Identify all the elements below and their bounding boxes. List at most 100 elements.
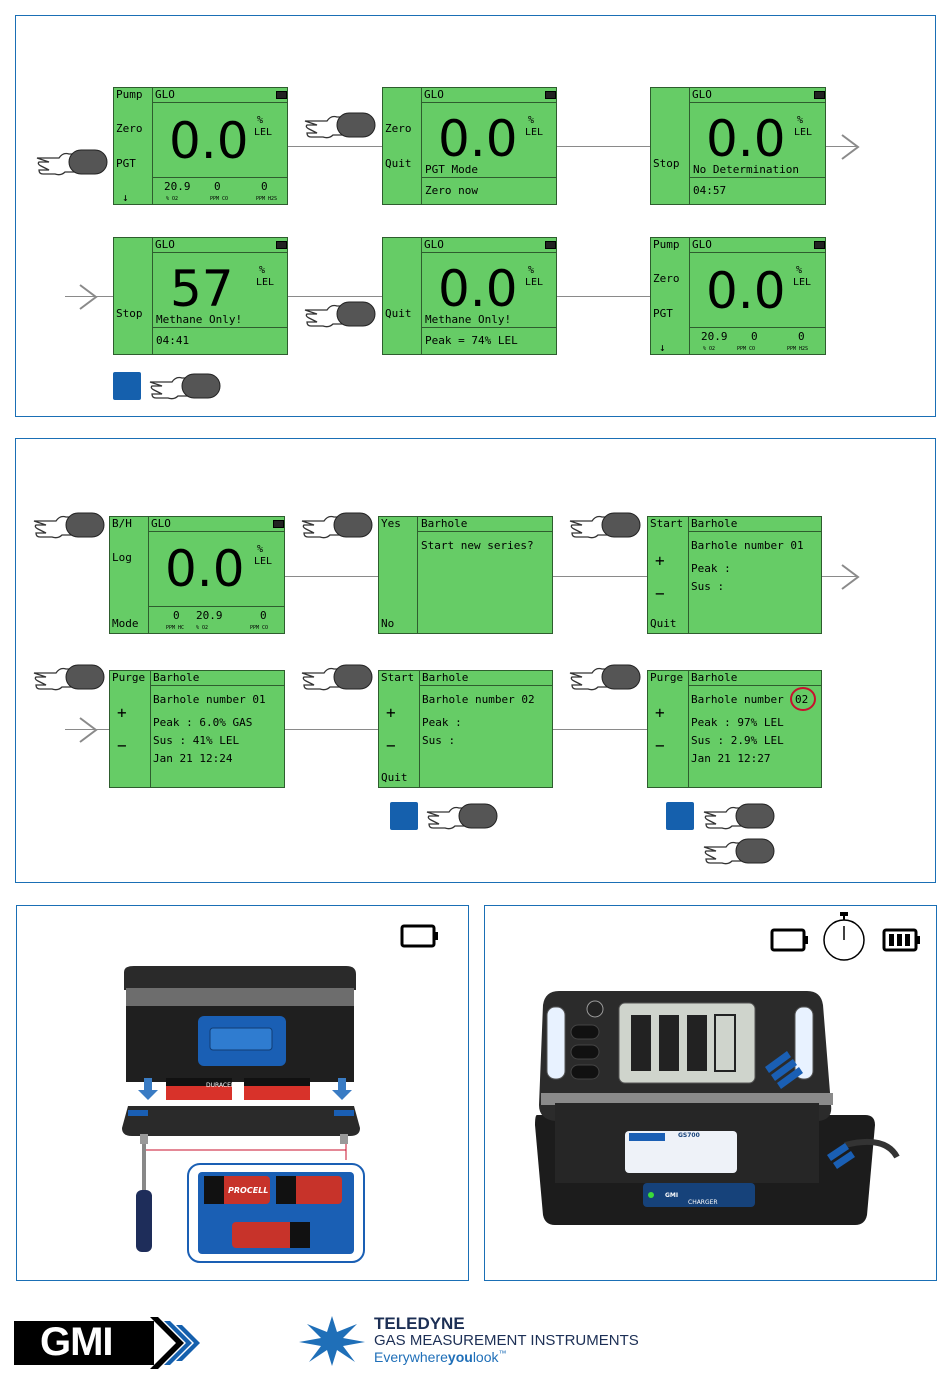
battery-brand-label: DURACELL bbox=[206, 1082, 238, 1089]
gas-label: GLO bbox=[424, 88, 444, 101]
press-button-icon bbox=[36, 149, 108, 176]
barhole-number-value: 02 bbox=[795, 693, 809, 706]
pgt-screen-3: Stop GLO 0.0 % LEL No Determination 04:5… bbox=[650, 87, 826, 205]
barhole-screen-1: B/H Log Mode GLO 0.0 % LEL 0 20.9 0 PPM … bbox=[109, 516, 285, 634]
screen-title: Barhole bbox=[153, 671, 200, 684]
unit-percent: % bbox=[528, 265, 535, 276]
unit-percent: % bbox=[797, 115, 804, 126]
battery-full-icon bbox=[882, 928, 920, 952]
press-button-icon bbox=[301, 512, 373, 539]
co-value: 0 bbox=[214, 180, 221, 193]
barhole-number: Barhole number 01 bbox=[691, 539, 804, 552]
connector bbox=[285, 576, 379, 577]
o2-unit: % O2 bbox=[166, 196, 179, 202]
reading-value: 0.0 bbox=[706, 262, 786, 320]
mode-text: Methane Only! bbox=[425, 313, 512, 326]
softkey-label: + bbox=[655, 703, 665, 722]
battery-icon bbox=[276, 241, 287, 249]
press-button-icon bbox=[33, 512, 105, 539]
press-button-icon bbox=[304, 112, 376, 139]
hold-indicator bbox=[113, 372, 141, 400]
softkey-label: + bbox=[386, 703, 396, 722]
mode-text: No Determination bbox=[693, 163, 799, 176]
connector bbox=[65, 296, 113, 297]
pgt-panel bbox=[15, 15, 936, 417]
battery-replacement-illustration bbox=[122, 966, 365, 1263]
pgt-screen-2: Zero Quit GLO 0.0 % LEL PGT Mode Zero no… bbox=[382, 87, 557, 205]
co-value: 0 bbox=[751, 330, 758, 343]
softkey-label: Stop bbox=[116, 307, 143, 320]
h2s-value: 0 bbox=[261, 180, 268, 193]
gas-label: GLO bbox=[155, 88, 175, 101]
screen-title: Barhole bbox=[422, 671, 469, 684]
softkey-label: Purge bbox=[650, 671, 684, 684]
softkey-label: Quit bbox=[385, 157, 412, 170]
reading-value: 0.0 bbox=[438, 110, 518, 168]
press-button-icon bbox=[149, 373, 221, 400]
teledyne-star-logo bbox=[299, 1316, 365, 1366]
screen-title: Barhole bbox=[421, 517, 468, 530]
gas-label: GLO bbox=[151, 517, 171, 530]
battery-icon bbox=[273, 520, 284, 528]
mode-text: PGT Mode bbox=[425, 163, 478, 176]
company-name: TELEDYNE bbox=[374, 1314, 465, 1333]
reading-value: 0.0 bbox=[438, 260, 518, 318]
o2-unit: % O2 bbox=[703, 346, 716, 352]
battery-brand-label: PROCELL bbox=[228, 1186, 269, 1195]
unit-percent: % bbox=[257, 115, 264, 126]
battery-empty-icon bbox=[400, 924, 438, 948]
pgt-screen-1: Pump Zero PGT ↓ GLO 0.0 % LEL 20.9 0 0 %… bbox=[113, 87, 288, 205]
o2-value: 20.9 bbox=[164, 180, 191, 193]
softkey-label: Yes bbox=[381, 517, 401, 530]
gmi-logo-text: GMI bbox=[40, 1320, 114, 1364]
battery-icon bbox=[814, 241, 825, 249]
battery-icon bbox=[814, 91, 825, 99]
gmi-logo bbox=[14, 1321, 154, 1365]
arrow-right-icon bbox=[841, 564, 860, 590]
timer-text: 04:41 bbox=[156, 334, 190, 347]
softkey-label: + bbox=[117, 703, 127, 722]
softkey-label: − bbox=[386, 736, 396, 755]
date-text: Jan 21 12:27 bbox=[691, 752, 771, 765]
softkey-label: − bbox=[117, 736, 127, 755]
status-text: Zero now bbox=[425, 184, 478, 197]
connector bbox=[65, 729, 110, 730]
softkey-label: Log bbox=[112, 551, 132, 564]
peak-text: Peak = 74% LEL bbox=[425, 334, 518, 347]
press-button-icon bbox=[426, 803, 498, 830]
charger-label: CHARGER bbox=[688, 1199, 718, 1206]
battery-icon bbox=[545, 241, 556, 249]
softkey-label: No bbox=[381, 617, 395, 630]
o2-value: 20.9 bbox=[196, 609, 223, 622]
softkey-label: Start bbox=[381, 671, 415, 684]
softkey-label: − bbox=[655, 736, 665, 755]
softkey-label: Stop bbox=[653, 157, 680, 170]
h2s-unit: PPM H2S bbox=[787, 346, 809, 352]
barhole-number: Barhole number bbox=[691, 693, 784, 706]
arrow-right-icon bbox=[79, 284, 98, 310]
barhole-screen-3: Start + − Quit Barhole Barhole number 01… bbox=[647, 516, 822, 634]
sus-text: Sus : 2.9% LEL bbox=[691, 734, 784, 747]
connector bbox=[553, 576, 648, 577]
softkey-label: B/H bbox=[112, 517, 132, 530]
screen-title: Barhole bbox=[691, 517, 738, 530]
peak-text: Peak : bbox=[422, 716, 462, 729]
battery-icon bbox=[276, 91, 287, 99]
reading-value: 57 bbox=[170, 260, 234, 318]
unit-lel: LEL bbox=[794, 127, 813, 138]
unit-lel: LEL bbox=[254, 556, 273, 567]
softkey-label: ↓ bbox=[122, 191, 129, 204]
softkey-label: Zero bbox=[385, 122, 412, 135]
hc-value: 0 bbox=[173, 609, 180, 622]
co-unit: PPM CO bbox=[737, 346, 756, 352]
co-unit: PPM CO bbox=[210, 196, 229, 202]
gmi-chevron-logo bbox=[150, 1317, 200, 1369]
trademark: ™ bbox=[498, 1349, 507, 1358]
battery-icon bbox=[545, 91, 556, 99]
unit-lel: LEL bbox=[793, 277, 812, 288]
connector bbox=[285, 729, 379, 730]
unit-lel: LEL bbox=[256, 277, 275, 288]
connector bbox=[556, 296, 651, 297]
barhole-screen-5: Start + − Quit Barhole Barhole number 02… bbox=[378, 670, 553, 788]
reading-value: 0.0 bbox=[169, 112, 249, 170]
